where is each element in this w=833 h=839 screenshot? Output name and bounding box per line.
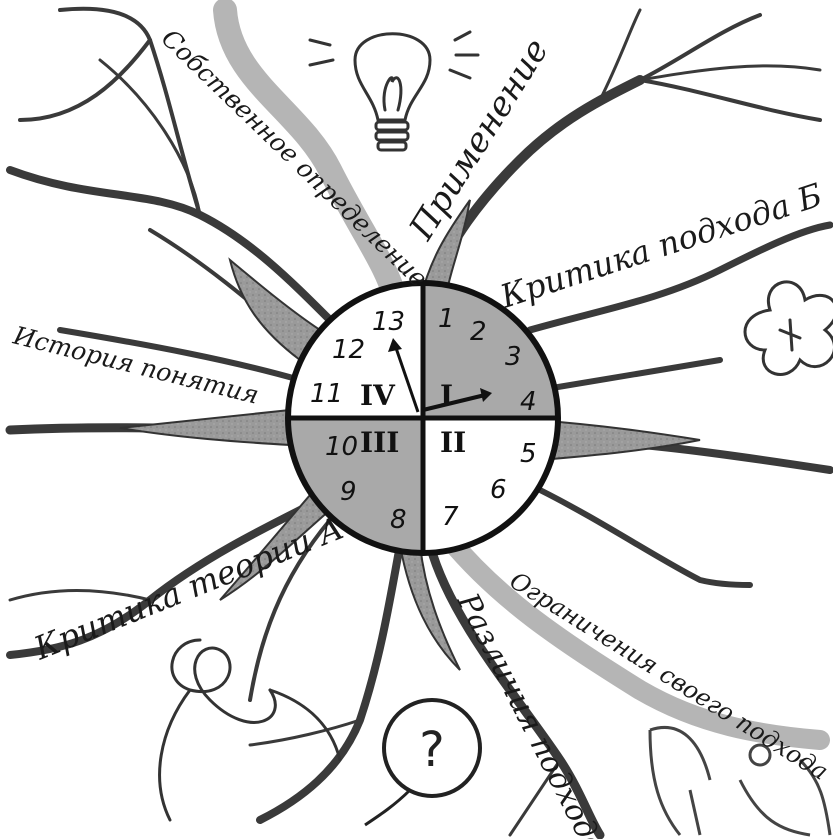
clock-number: 1	[438, 304, 455, 334]
clock-number: 10	[325, 432, 358, 462]
bow-icon	[160, 640, 340, 820]
clock-number: 12	[332, 335, 365, 365]
clock-number: 3	[505, 342, 522, 372]
clock-number: 2	[470, 317, 487, 347]
clock-number: 4	[520, 387, 537, 417]
lightbulb-icon	[310, 32, 478, 150]
clock-number: 8	[390, 505, 407, 535]
quadrant-label-I: I	[440, 379, 453, 412]
question-mark: ?	[419, 722, 444, 778]
quadrant-label-IV: IV	[360, 379, 396, 412]
label-application: Применение	[401, 32, 557, 248]
clock-number: 7	[442, 502, 459, 532]
quadrant-label-III: III	[360, 426, 399, 459]
clock-number: 11	[310, 379, 343, 409]
clock-number: 6	[490, 475, 507, 505]
label-critique-a: Критика теории А	[28, 509, 349, 668]
quadrant-label-II: II	[440, 426, 466, 459]
question-bubble: ?	[365, 700, 480, 825]
clock-number: 5	[520, 439, 537, 469]
label-history: История понятия	[10, 320, 262, 409]
clock-number: 13	[372, 307, 405, 337]
label-own-definition: Собственное определение	[156, 23, 434, 292]
clock-number: 9	[340, 477, 357, 507]
flower-icon	[745, 282, 833, 375]
